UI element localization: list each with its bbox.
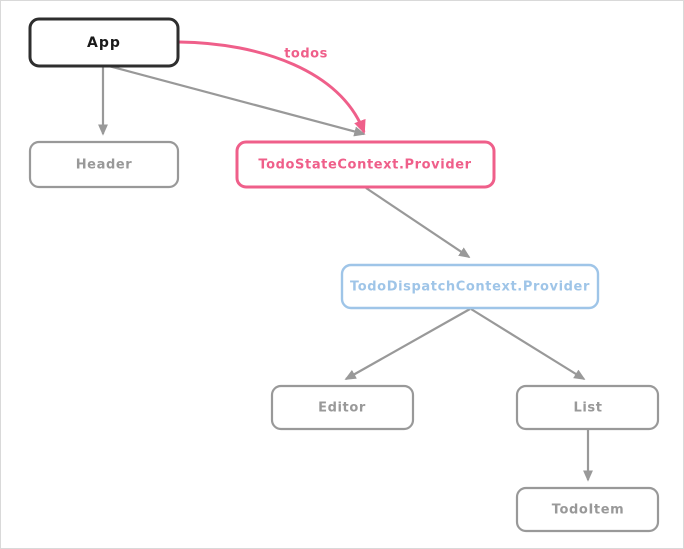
node-tododispatchcontext-provider[interactable]: TodoDispatchContext.Provider <box>340 263 600 310</box>
node-todoitem[interactable]: TodoItem <box>515 486 660 533</box>
edge-label-layer: todos <box>284 47 328 62</box>
node-app-box[interactable] <box>28 17 180 68</box>
edge-layer <box>97 40 594 482</box>
node-editor-label: Editor <box>318 401 366 416</box>
node-app-label: App <box>87 35 121 51</box>
edge-app-state <box>104 63 366 137</box>
node-tododispatchcontext-provider-box[interactable] <box>340 263 600 310</box>
edge-app-state-todos <box>178 40 366 134</box>
node-todostatecontext-provider[interactable]: TodoStateContext.Provider <box>235 140 496 189</box>
node-editor[interactable]: Editor <box>270 384 415 431</box>
node-todostatecontext-provider-box[interactable] <box>235 140 496 189</box>
node-todoitem-box[interactable] <box>515 486 660 533</box>
edge-label-todos: todos <box>284 47 328 62</box>
node-list-box[interactable] <box>515 384 660 431</box>
node-app[interactable]: App <box>28 17 180 68</box>
edge-dispatch-list <box>470 308 586 380</box>
node-header-box[interactable] <box>28 140 180 189</box>
edge-state-dispatch <box>365 187 471 258</box>
node-layer: App Header TodoStateContext.Provider Tod… <box>28 17 660 533</box>
node-editor-box[interactable] <box>270 384 415 431</box>
node-todoitem-label: TodoItem <box>552 503 625 518</box>
node-tododispatchcontext-provider-label: TodoDispatchContext.Provider <box>350 280 590 295</box>
node-todostatecontext-provider-label: TodoStateContext.Provider <box>258 158 471 173</box>
node-header-label: Header <box>76 158 133 173</box>
node-list[interactable]: List <box>515 384 660 431</box>
node-list-label: List <box>573 401 602 416</box>
edge-dispatch-editor <box>344 308 471 380</box>
node-header[interactable]: Header <box>28 140 180 189</box>
